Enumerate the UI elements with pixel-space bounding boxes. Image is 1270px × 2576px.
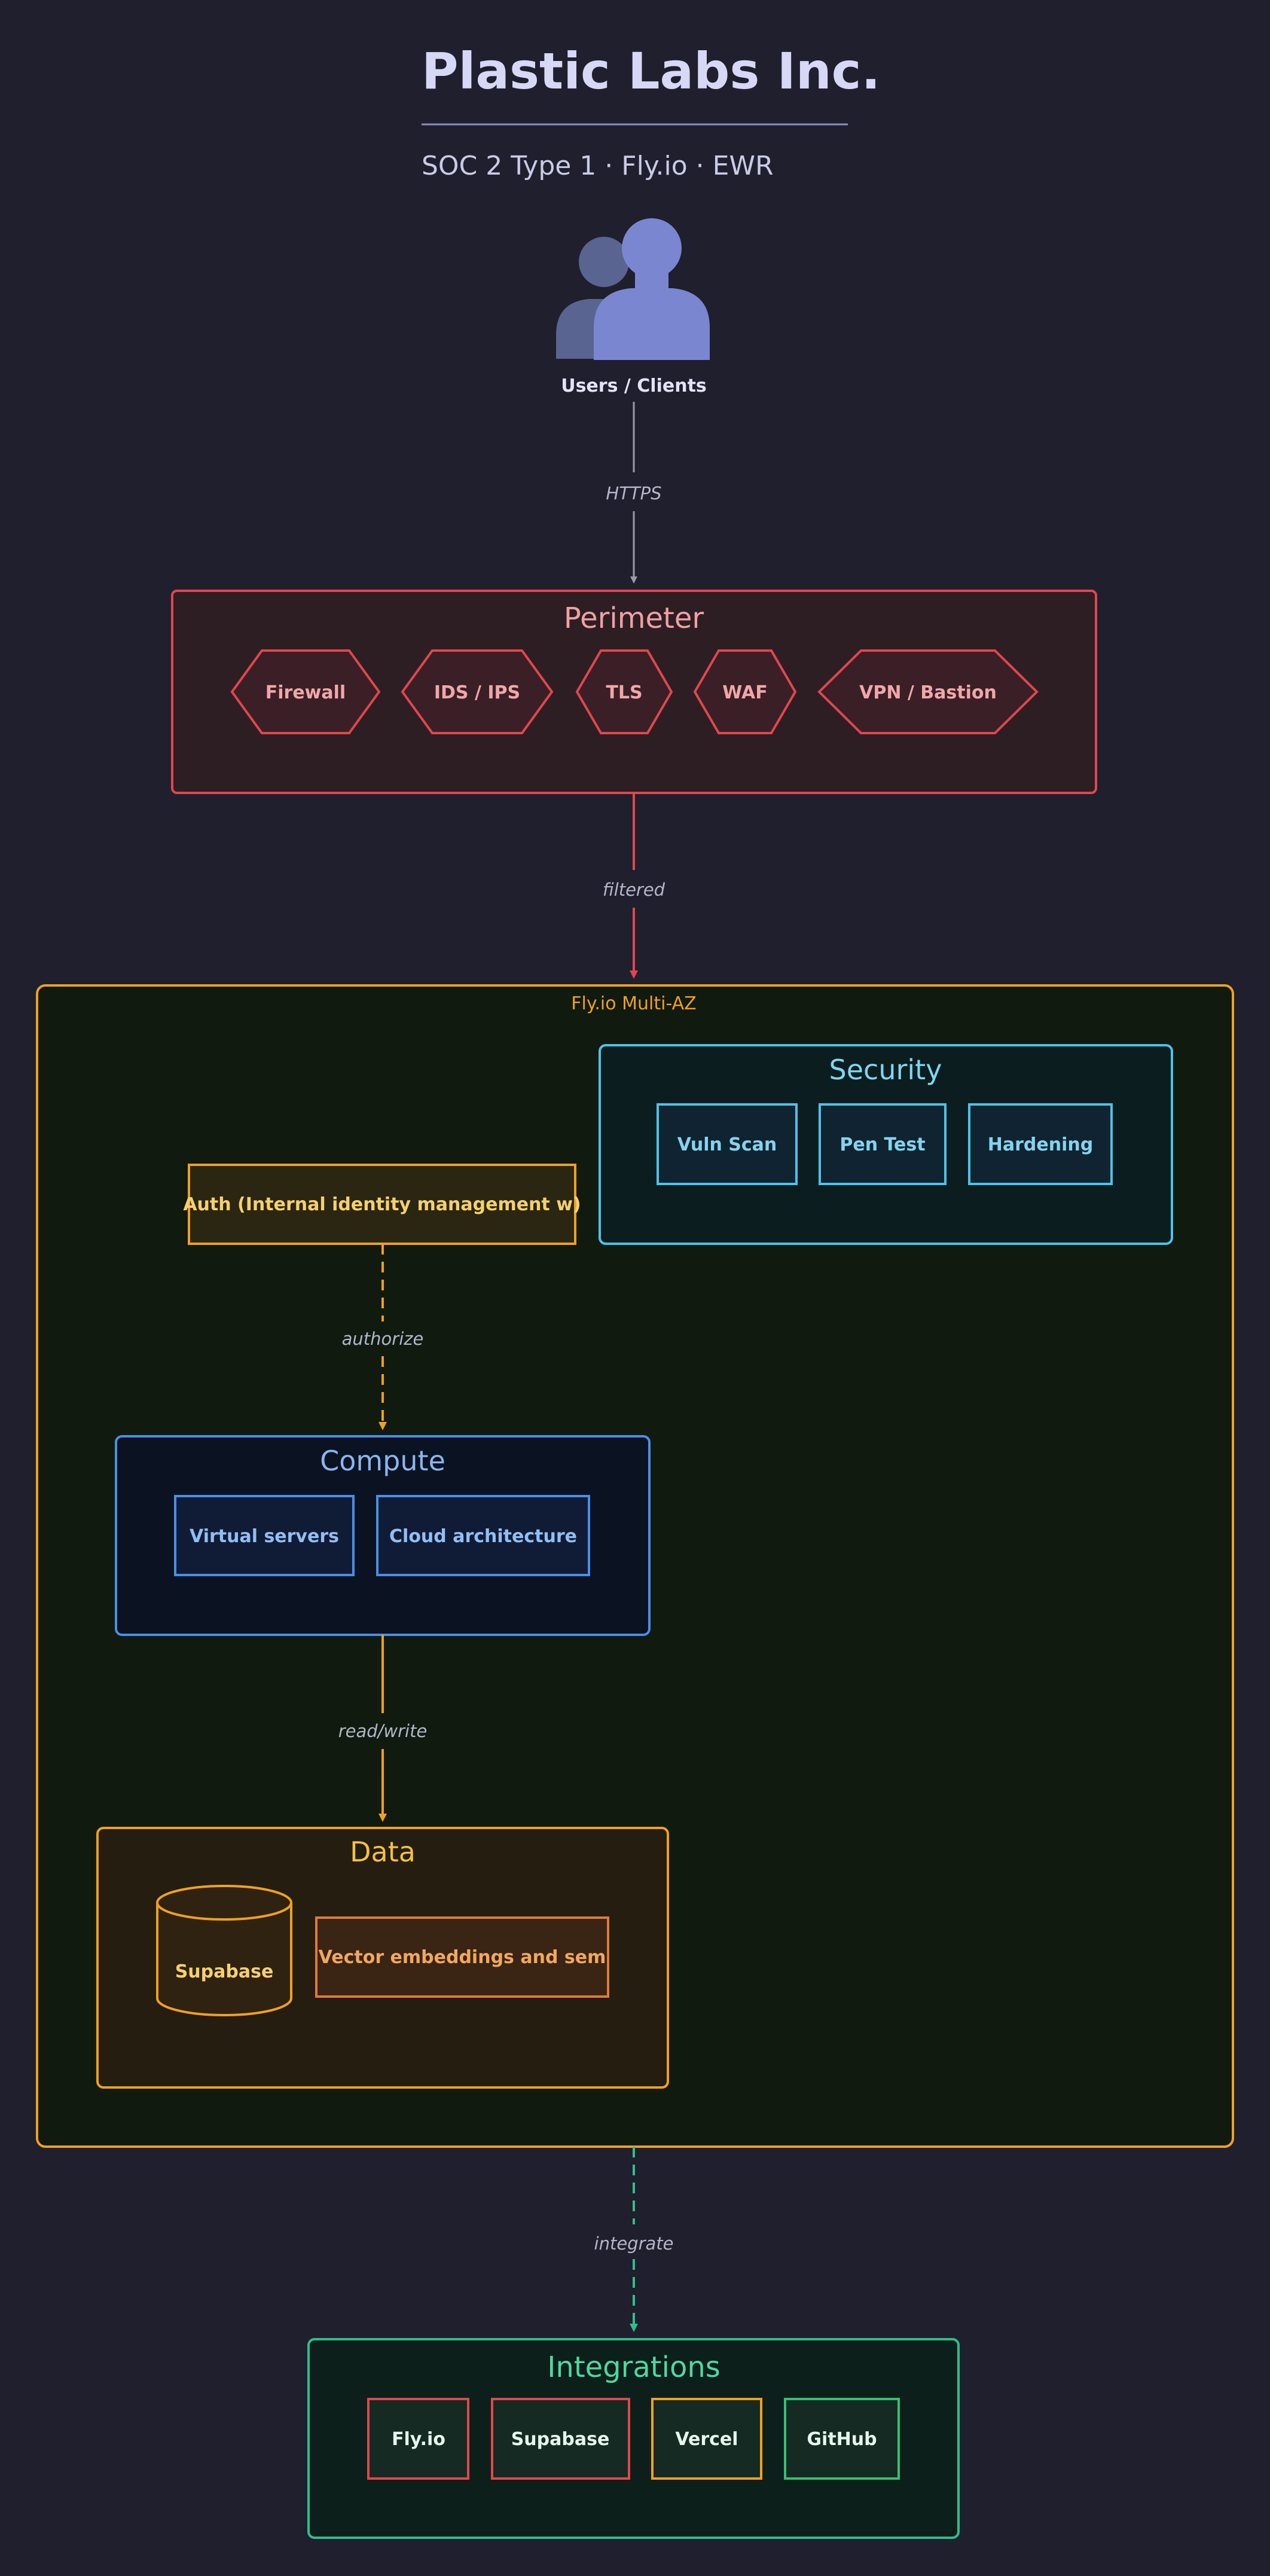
database-supabase[interactable]: Supabase bbox=[156, 1885, 292, 2016]
svg-text:GitHub: GitHub bbox=[807, 2429, 877, 2450]
integration-github[interactable]: GitHub bbox=[784, 2398, 900, 2480]
compute-item-cloud-architecture[interactable]: Cloud architecture bbox=[376, 1495, 590, 1576]
svg-text:Vuln Scan: Vuln Scan bbox=[677, 1134, 777, 1155]
edge-label-filtered: filtered bbox=[603, 880, 665, 900]
security-title: Security bbox=[829, 1054, 942, 1086]
security-item-hardening[interactable]: Hardening bbox=[968, 1103, 1113, 1185]
perimeter-items: Firewall IDS / IPS TLS WAF VPN / Bastion bbox=[230, 649, 1039, 734]
edge-label-integrate: integrate bbox=[594, 2233, 674, 2254]
svg-text:VPN / Bastion: VPN / Bastion bbox=[859, 682, 997, 703]
integrations-group bbox=[307, 2338, 960, 2539]
edge-label-authorize: authorize bbox=[342, 1329, 424, 1349]
svg-text:Hardening: Hardening bbox=[988, 1134, 1093, 1155]
integrations-items: Fly.io Supabase Vercel GitHub bbox=[367, 2398, 900, 2480]
edge-label-read-write: read/write bbox=[338, 1721, 428, 1741]
page-subtitle: SOC 2 Type 1 · Fly.io · EWR bbox=[422, 151, 774, 181]
integration-supabase[interactable]: Supabase bbox=[491, 2398, 630, 2480]
page-title: Plastic Labs Inc. bbox=[422, 42, 880, 100]
integration-fly-io[interactable]: Fly.io bbox=[367, 2398, 469, 2480]
svg-text:Pen Test: Pen Test bbox=[839, 1134, 925, 1155]
perimeter-item-firewall[interactable]: Firewall bbox=[230, 649, 381, 734]
compute-items: Virtual servers Cloud architecture bbox=[174, 1495, 590, 1576]
database-label: Supabase bbox=[175, 1961, 274, 1982]
perimeter-item-waf[interactable]: WAF bbox=[693, 649, 797, 734]
security-item-vuln-scan[interactable]: Vuln Scan bbox=[657, 1103, 798, 1185]
data-title: Data bbox=[350, 1836, 416, 1868]
svg-text:Vercel: Vercel bbox=[675, 2429, 738, 2450]
svg-text:WAF: WAF bbox=[722, 682, 767, 703]
perimeter-item-ids-ips[interactable]: IDS / IPS bbox=[401, 649, 554, 734]
auth-label: Auth (Internal identity management w) bbox=[183, 1194, 581, 1215]
region-label: Fly.io Multi-AZ bbox=[571, 993, 696, 1014]
svg-text:IDS / IPS: IDS / IPS bbox=[434, 682, 520, 703]
data-store-vector-embeddings[interactable]: Vector embeddings and sem bbox=[315, 1916, 609, 1998]
compute-title: Compute bbox=[320, 1445, 445, 1477]
perimeter-title: Perimeter bbox=[564, 602, 704, 635]
svg-text:Supabase: Supabase bbox=[511, 2429, 610, 2450]
users-icon bbox=[556, 218, 710, 360]
perimeter-item-vpn-bastion[interactable]: VPN / Bastion bbox=[817, 649, 1039, 734]
svg-text:Virtual servers: Virtual servers bbox=[190, 1526, 339, 1547]
perimeter-item-tls[interactable]: TLS bbox=[575, 649, 673, 734]
svg-text:Cloud architecture: Cloud architecture bbox=[389, 1526, 577, 1547]
compute-item-virtual-servers[interactable]: Virtual servers bbox=[174, 1495, 355, 1576]
security-items: Vuln Scan Pen Test Hardening bbox=[657, 1103, 1113, 1185]
integration-vercel[interactable]: Vercel bbox=[651, 2398, 762, 2480]
integrations-title: Integrations bbox=[547, 2351, 721, 2384]
security-item-pen-test[interactable]: Pen Test bbox=[819, 1103, 947, 1185]
svg-text:Firewall: Firewall bbox=[265, 682, 346, 703]
svg-text:Vector embeddings and sem: Vector embeddings and sem bbox=[319, 1947, 606, 1968]
svg-text:Fly.io: Fly.io bbox=[392, 2429, 445, 2450]
edge-label-https: HTTPS bbox=[606, 483, 661, 503]
users-label: Users / Clients bbox=[561, 376, 707, 396]
svg-text:TLS: TLS bbox=[606, 682, 642, 703]
auth-node[interactable]: Auth (Internal identity management w) bbox=[183, 1164, 581, 1245]
